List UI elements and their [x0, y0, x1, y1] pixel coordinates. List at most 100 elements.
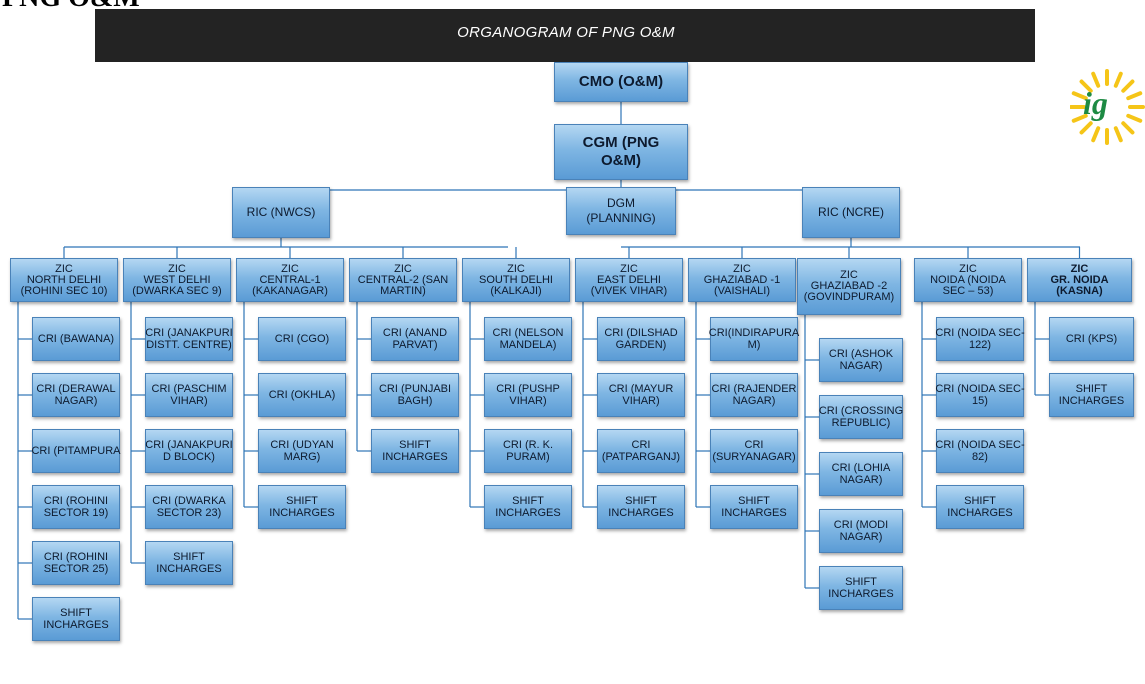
zone-3-item-0-line: CRI (ANAND [382, 327, 448, 339]
zone-head-0-line: NORTH DELHI [26, 273, 102, 286]
zone-head-0-line: (ROHINI SEC 10) [20, 284, 108, 297]
zone-2-item-0-line: CRI (CGO) [274, 333, 330, 345]
zone-head-6-line: ZIC [733, 262, 751, 275]
ric-nwcs-box-line: RIC (NWCS) [246, 205, 316, 219]
zone-0-item-0-line: CRI (BAWANA) [37, 333, 115, 345]
zone-head-4-line: SOUTH DELHI [479, 273, 553, 286]
zone-6-item-2-line: (SURYANAGAR) [712, 451, 796, 463]
zone-5-item-3-line: SHIFT [625, 495, 657, 507]
zone-2-item-3-line: SHIFT [286, 495, 318, 507]
zone-8-item-3-line: INCHARGES [947, 507, 1013, 519]
zone-8-item-0: CRI (NOIDA SEC-122) [935, 317, 1025, 361]
zone-1-item-1-line: VIHAR) [170, 395, 208, 407]
zone-head-5-line: ZIC [620, 262, 638, 275]
zone-9-item-1-line: SHIFT [1075, 383, 1108, 395]
zone-6-item-1-line: NAGAR) [732, 395, 776, 407]
dgm-box-line: (PLANNING) [586, 211, 656, 225]
zone-0-item-5-line: SHIFT [60, 607, 92, 619]
zone-5-item-2: CRI(PATPARGANJ) [597, 429, 685, 473]
zone-1-item-3-line: SECTOR 23) [156, 507, 222, 519]
zone-0-item-3-line: CRI (ROHINI [43, 495, 109, 507]
zone-8-item-0-line: 122) [968, 339, 992, 351]
zone-5-item-2-line: CRI [631, 439, 651, 451]
zone-4-item-1-line: CRI (PUSHP [496, 383, 560, 395]
zone-7-item-1-line: REPUBLIC) [831, 417, 891, 429]
zone-7-item-4-line: INCHARGES [828, 588, 894, 600]
zone-head-2-line: CENTRAL-1 [259, 273, 321, 286]
zone-3-item-2-line: INCHARGES [382, 451, 448, 463]
zone-1-item-4-line: INCHARGES [156, 563, 222, 575]
zone-1-item-0-line: CRI (JANAKPURI [145, 327, 233, 339]
zone-head-5-line: EAST DELHI [597, 273, 661, 286]
zone-1-item-2-line: CRI (JANAKPURI [145, 439, 233, 451]
zone-1-item-4-line: SHIFT [173, 551, 205, 563]
zone-2-item-0: CRI (CGO) [258, 317, 346, 361]
zone-4-item-2-line: CRI (R. K. [502, 439, 554, 451]
zone-5-item-1-line: CRI (MAYUR [608, 383, 674, 395]
title-banner [95, 9, 1035, 62]
zone-head-7-line: GHAZIABAD -2 [810, 280, 888, 292]
zone-6-item-2: CRI(SURYANAGAR) [710, 429, 798, 473]
zone-head-6-line: (VAISHALI) [713, 284, 771, 297]
zone-head-0-line: ZIC [55, 262, 73, 275]
zone-7-item-2-line: NAGAR) [839, 474, 883, 486]
zone-4-item-0-line: MANDELA) [499, 339, 557, 351]
zone-head-2-line: ZIC [281, 262, 299, 275]
zone-9-item-1-line: INCHARGES [1058, 395, 1125, 407]
cmo-box-line: CMO (O&M) [578, 73, 664, 90]
zone-head-8-line: NOIDA (NOIDA [930, 273, 1006, 286]
zone-0-item-1-line: CRI (DERAWAL [36, 383, 116, 395]
ric-ncre-box: RIC (NCRE) [802, 187, 900, 238]
zone-2-item-3-line: INCHARGES [269, 507, 335, 519]
zone-4-item-3-line: INCHARGES [495, 507, 561, 519]
zone-head-1-line: (DWARKA SEC 9) [132, 284, 222, 297]
zone-4-item-3-line: SHIFT [512, 495, 544, 507]
zone-5-item-1-line: VIHAR) [622, 395, 660, 407]
zone-head-3-line: MARTIN) [380, 284, 426, 297]
zone-head-7-line: (GOVINDPURAM) [803, 291, 895, 303]
zone-4-item-2: CRI (R. K.PURAM) [484, 429, 572, 473]
zone-7-item-2-line: CRI (LOHIA [831, 462, 891, 474]
zone-8-item-1: CRI (NOIDA SEC-15) [935, 373, 1025, 417]
zone-6-item-1-line: CRI (RAJENDER [711, 383, 797, 395]
zone-4-item-2-line: PURAM) [506, 451, 550, 463]
zone-5-item-2-line: (PATPARGANJ) [601, 451, 681, 463]
zone-3-item-0-line: PARVAT) [392, 339, 438, 351]
zone-5-item-0-line: CRI (DILSHAD [604, 327, 678, 339]
zone-6-item-0-line: CRI(INDIRAPURA [708, 327, 800, 339]
zone-7-item-0-line: CRI (ASHOK [828, 348, 894, 360]
zone-8-item-0-line: CRI (NOIDA SEC- [935, 327, 1025, 339]
dgm-box-line: DGM [607, 196, 635, 210]
zone-head-6-line: GHAZIABAD -1 [703, 273, 781, 286]
zone-7-item-3-line: CRI (MODI [833, 519, 889, 531]
zone-1-item-0-line: DISTT. CENTRE) [146, 339, 232, 351]
zone-8-item-2-line: 82) [972, 451, 988, 463]
zone-8-item-2-line: CRI (NOIDA SEC- [935, 439, 1025, 451]
zone-0-item-2: CRI (PITAMPURA [31, 429, 121, 473]
zone-8-item-2: CRI (NOIDA SEC-82) [935, 429, 1025, 473]
zone-6-item-2-line: CRI [744, 439, 764, 451]
